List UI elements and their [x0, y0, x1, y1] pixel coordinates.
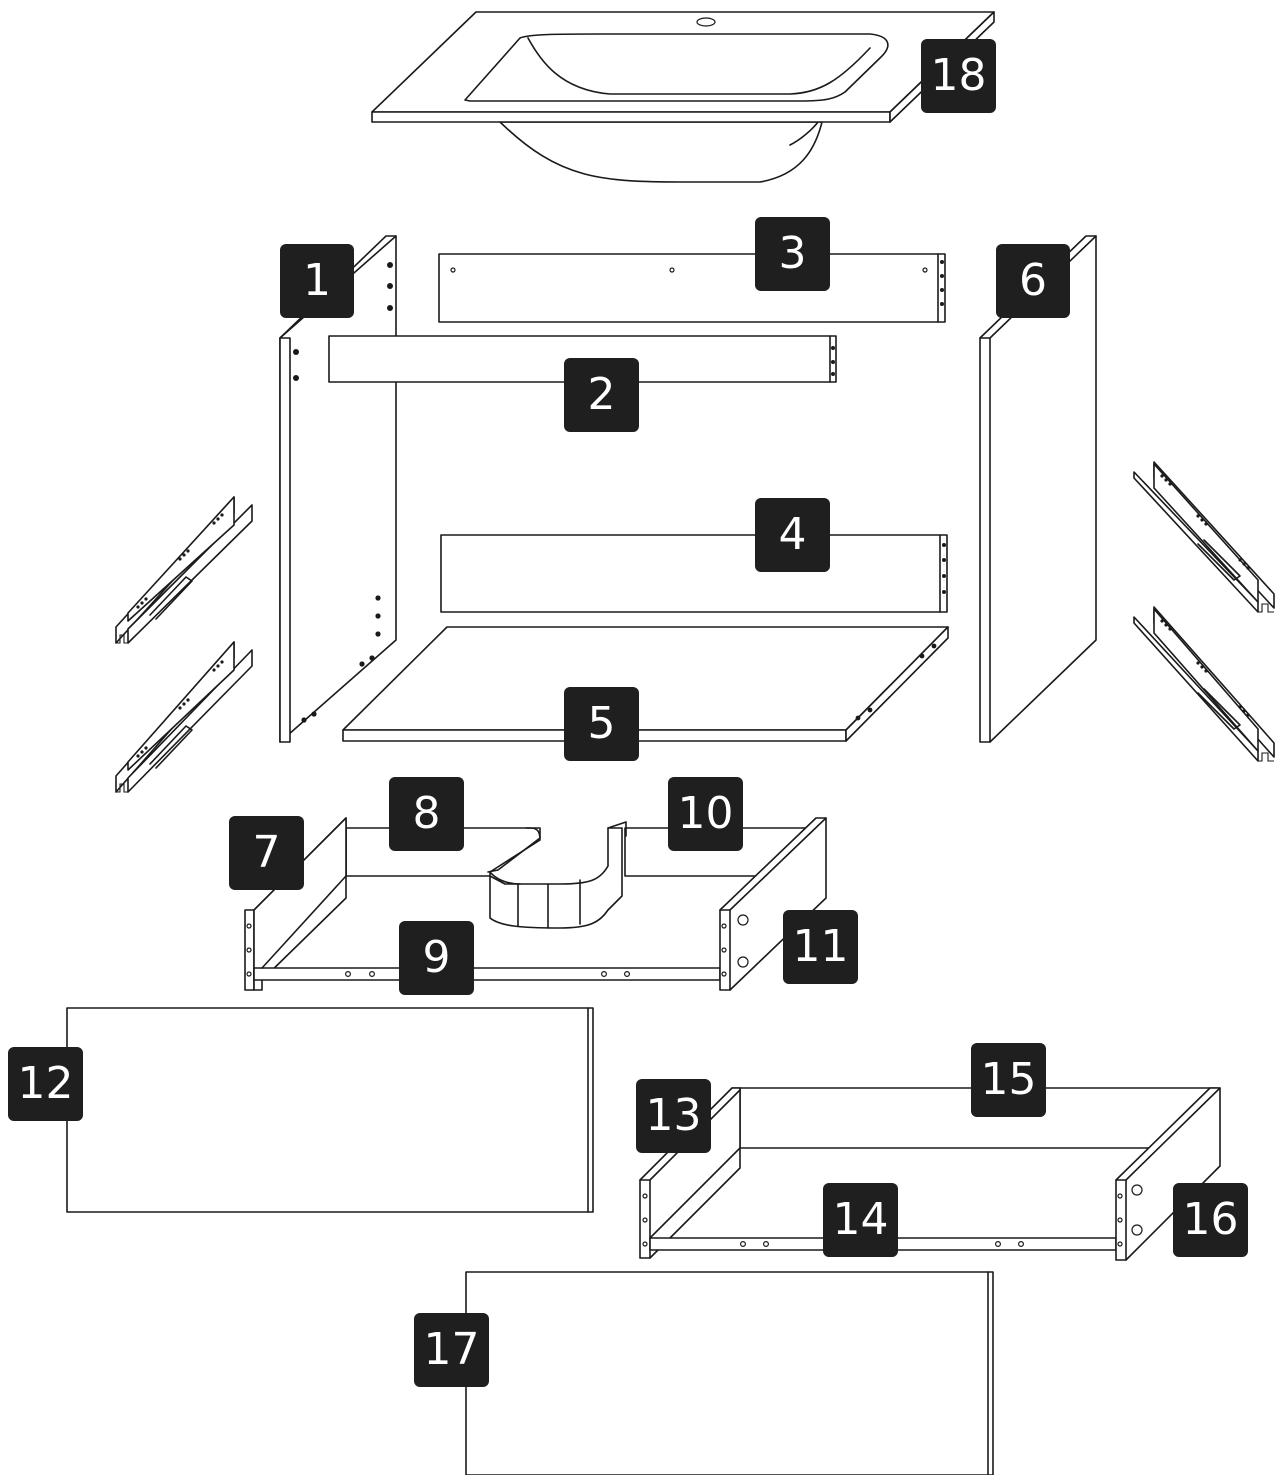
drawer-slide-left-lower	[115, 641, 253, 793]
badge-12: 12	[8, 1047, 83, 1121]
badge-3: 3	[755, 217, 830, 291]
badge-9: 9	[399, 921, 474, 995]
part-12-upper-drawer-front	[66, 1007, 594, 1213]
part-6-right-side-panel	[979, 235, 1097, 743]
part-17-lower-drawer-front	[465, 1271, 994, 1475]
lower-drawer-box	[639, 1087, 1221, 1261]
part-18-sink-top	[371, 11, 995, 183]
badge-1: 1	[280, 244, 354, 318]
badge-2: 2	[564, 358, 639, 432]
drawer-slide-left-upper	[115, 496, 253, 644]
badge-17: 17	[414, 1313, 489, 1387]
badge-10: 10	[668, 777, 743, 851]
badge-5: 5	[564, 687, 639, 761]
drawer-slide-right-upper	[1133, 461, 1275, 613]
badge-13: 13	[636, 1079, 711, 1153]
badge-4: 4	[755, 498, 830, 572]
drawer-slide-right-lower	[1133, 606, 1275, 762]
part-4-lower-rear-rail	[440, 534, 948, 613]
badge-7: 7	[229, 816, 304, 890]
badge-6: 6	[996, 244, 1070, 318]
part-3-top-rear-rail	[438, 253, 946, 323]
badge-14: 14	[823, 1183, 898, 1257]
badge-18: 18	[921, 39, 996, 113]
part-5-bottom-panel	[342, 626, 949, 742]
badge-16: 16	[1173, 1183, 1248, 1257]
badge-11: 11	[783, 910, 858, 984]
badge-15: 15	[971, 1043, 1046, 1117]
badge-8: 8	[389, 777, 464, 851]
